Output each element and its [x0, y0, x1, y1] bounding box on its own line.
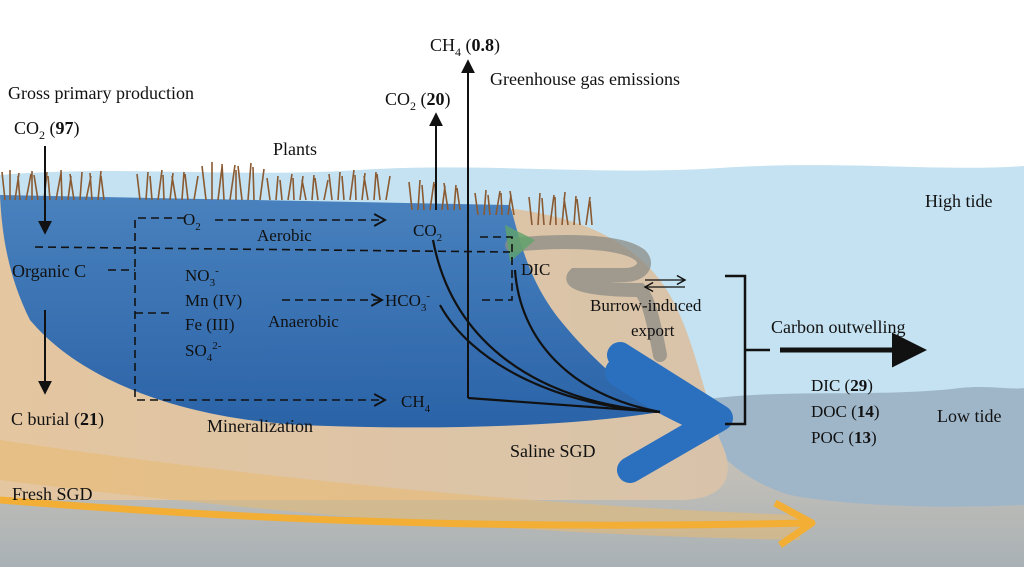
co2-product-label: CO2 — [413, 221, 442, 244]
flux-curve-2 — [439, 304, 661, 414]
outwelling-bracket — [725, 274, 770, 426]
fresh-sgd-band — [0, 440, 800, 540]
so4-label: SO42- — [185, 340, 222, 364]
saline-sgd-arrowhead — [607, 342, 733, 483]
gpp-co2-label: CO2 (97) — [14, 118, 80, 142]
c-burial-label: C burial (21) — [11, 409, 104, 430]
high-tide-label: High tide — [925, 191, 993, 211]
plants-label: Plants — [273, 139, 317, 159]
marsh-porewater — [0, 195, 660, 428]
ghg-emissions-label: Greenhouse gas emissions — [490, 69, 680, 89]
fresh-sgd-label: Fresh SGD — [12, 484, 93, 504]
co2-to-dic-dash — [478, 236, 513, 301]
co2-emission-label: CO2 (20) — [385, 89, 451, 113]
mineralization-bracket — [134, 217, 387, 407]
bidirectional-arrow-icon — [643, 274, 687, 293]
flux-curve-3 — [513, 269, 661, 414]
anaerobic-label: Anaerobic — [268, 312, 339, 331]
burrow-label-line1: Burrow-induced — [590, 296, 702, 315]
organic-c-level-line — [34, 246, 511, 253]
low-tide-label: Low tide — [937, 406, 1002, 426]
flux-curve-4 — [467, 396, 661, 414]
ch4-emission-label: CH4 (0.8) — [430, 35, 500, 59]
low-tide-water — [700, 387, 1024, 507]
doc-outwelling-label: DOC (14) — [811, 402, 879, 421]
aerobic-label: Aerobic — [257, 226, 312, 245]
burrow-shape — [505, 235, 667, 362]
gpp-title: Gross primary production — [8, 83, 194, 103]
no3-label: NO3- — [185, 265, 219, 289]
plants-grass — [1, 162, 593, 226]
fresh-sgd-arrow — [0, 496, 806, 529]
organic-c-label: Organic C — [12, 261, 86, 281]
saline-sgd-label: Saline SGD — [510, 441, 596, 461]
fe-label: Fe (III) — [185, 315, 235, 334]
carbon-outwelling-label: Carbon outwelling — [771, 317, 905, 337]
mineralization-label: Mineralization — [207, 416, 313, 436]
poc-outwelling-label: POC (13) — [811, 428, 877, 447]
ch4-product-label: CH4 — [401, 392, 431, 415]
fresh-sgd-arrowhead — [773, 499, 816, 548]
burrow-green-tip — [505, 225, 535, 262]
burrow-label-line2: export — [631, 321, 675, 340]
dic-porewater-label: DIC — [521, 260, 550, 279]
hco3-label: HCO3- — [385, 290, 430, 314]
flux-curve-1 — [431, 239, 661, 414]
mn-label: Mn (IV) — [185, 291, 242, 310]
o2-label: O2 — [183, 210, 201, 233]
dic-outwelling-label: DIC (29) — [811, 376, 873, 395]
